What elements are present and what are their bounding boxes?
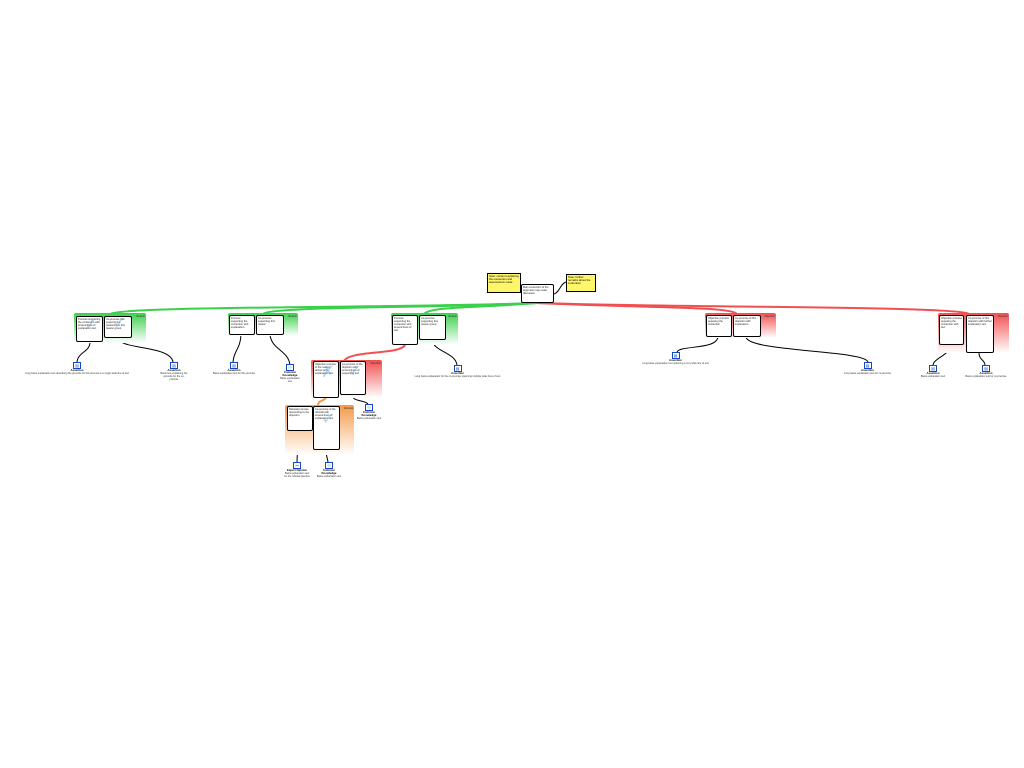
premise-box[interactable]: Premise supporting the contention with s… bbox=[76, 316, 103, 342]
premise-text: Co-premise supporting this reason bbox=[258, 317, 275, 326]
assertion-icon: ▤ bbox=[671, 352, 680, 359]
premise-box[interactable]: Co-premise of this objection with furthe… bbox=[966, 315, 994, 353]
common-knowledge-icon: ⚇ bbox=[365, 404, 373, 411]
premise-box[interactable]: Co-premise supporting this reason bbox=[256, 315, 284, 335]
basis-text: Basis explanation text for this premise bbox=[212, 372, 256, 375]
premise-text: Objection premise to the reason above wi… bbox=[315, 363, 336, 375]
assertion-icon: ▤ bbox=[863, 362, 872, 369]
check-icon: ✓ bbox=[348, 363, 362, 380]
premise-text: Co-premise of the objection with several… bbox=[342, 363, 363, 375]
basis-label: Assertion bbox=[669, 358, 682, 362]
premise-box[interactable]: Rebuttal premise responding to the objec… bbox=[287, 406, 313, 431]
premise-text: Objection premise opposing the contentio… bbox=[941, 317, 962, 329]
premise-box[interactable]: Objection premise opposing the contentio… bbox=[939, 315, 964, 345]
basis-label: Assertion bbox=[861, 368, 874, 372]
group-tag: Reason bbox=[448, 315, 457, 318]
premise-box[interactable]: Objection premise to the reason above wi… bbox=[313, 361, 339, 398]
premise-box[interactable]: Co-premise that supports the reasoning i… bbox=[104, 316, 132, 338]
assertion-icon: ▤ bbox=[170, 362, 178, 369]
check-icon: ✓ bbox=[112, 316, 127, 332]
premise-text: Premise supporting the contention with e… bbox=[231, 317, 249, 329]
group-tag: Objection bbox=[997, 315, 1008, 318]
group-tag: Objection bbox=[764, 315, 775, 318]
basis-text: Basis explanation text bbox=[920, 375, 946, 378]
assertion-icon: ▤ bbox=[982, 365, 990, 372]
basis-label: Expert Opinion bbox=[286, 468, 308, 472]
assertion-icon: ▤ bbox=[453, 365, 462, 372]
common-knowledge-icon: ⚇ bbox=[286, 364, 294, 371]
note-right[interactable]: Note: further remarks about the contenti… bbox=[566, 274, 596, 292]
premise-text: Rebuttal premise responding to the objec… bbox=[289, 408, 310, 417]
premise-box[interactable]: Premise supporting the contention with e… bbox=[229, 315, 255, 335]
premise-box[interactable]: Co-premise of the objection with several… bbox=[340, 361, 366, 395]
link-support bbox=[423, 302, 538, 315]
basis-text: Long basis explanation text spanning a v… bbox=[642, 362, 709, 365]
basis-label: Assertion bbox=[451, 371, 464, 375]
note-left[interactable]: Note: context explaining the contention … bbox=[487, 273, 521, 293]
assertion-icon: ▤ bbox=[230, 362, 238, 369]
premise-box[interactable]: Co-premise supporting this reason group bbox=[419, 315, 446, 340]
basis-label: Assertion bbox=[926, 371, 940, 375]
basis-label: Assertion bbox=[70, 368, 84, 372]
premise-box[interactable]: Co-premise of this objection with explan… bbox=[733, 315, 761, 337]
premise-text: Co-premise of this objection with explan… bbox=[735, 317, 757, 326]
group-tag: Reason bbox=[136, 315, 145, 318]
premise-text: Co-premise supporting this reason group bbox=[421, 317, 438, 326]
basis-text: Long basis explanation text for co-premi… bbox=[844, 372, 891, 375]
group-tag: Objection bbox=[370, 362, 381, 365]
group-tag: Reason bbox=[288, 315, 297, 318]
premise-text: Co-premise of this objection with furthe… bbox=[968, 317, 992, 326]
common-knowledge-icon: ⚇ bbox=[325, 462, 333, 469]
basis-label: Common Knowledge bbox=[282, 370, 298, 377]
basis-text: Basis explanation text bbox=[356, 417, 382, 420]
link-note bbox=[553, 281, 567, 295]
basis-text: Long basis explanation text describing t… bbox=[25, 372, 129, 375]
check-icon: ✓ bbox=[321, 410, 335, 428]
basis-text: Basis text explaining the grounds for th… bbox=[160, 372, 188, 381]
basis-text: Basis explanation text for co-premise bbox=[965, 375, 1007, 378]
link-rebuttal bbox=[317, 397, 327, 407]
premise-text: Co-premise of the rebuttal with several … bbox=[315, 408, 336, 420]
assertion-icon: ▤ bbox=[929, 365, 937, 372]
root-contention[interactable]: Main contention of the argument map unde… bbox=[521, 284, 554, 303]
basis-text: Basis explanation text bbox=[316, 475, 342, 478]
basis-text: Basis explanation text bbox=[280, 377, 300, 383]
premise-text: Premise supporting the contention with s… bbox=[78, 318, 101, 330]
basis-text: Basis explanation text for the rebuttal … bbox=[284, 472, 310, 478]
premise-text: Objection premise opposing the contentio… bbox=[708, 317, 729, 326]
premise-box[interactable]: Co-premise of the rebuttal with several … bbox=[313, 406, 340, 450]
expert-opinion-icon: ⚯ bbox=[293, 462, 301, 469]
assertion-icon: ▤ bbox=[73, 362, 81, 369]
link-oppose bbox=[536, 302, 970, 315]
check-icon: ✓ bbox=[84, 316, 98, 333]
group-tag: Rebuttal bbox=[343, 407, 353, 410]
basis-label: Common Knowledge bbox=[361, 410, 377, 417]
premise-text: Premise supporting the contention with s… bbox=[394, 317, 412, 332]
premise-box[interactable]: Objection premise opposing the contentio… bbox=[706, 315, 732, 337]
link-oppose bbox=[343, 344, 406, 362]
basis-label: Assertion bbox=[167, 368, 181, 372]
basis-label: Common Knowledge bbox=[321, 468, 337, 475]
basis-label: Assertion bbox=[227, 368, 241, 372]
basis-text: Long basis explanation for the co-premis… bbox=[414, 375, 501, 378]
cross-icon: ✗ bbox=[321, 363, 335, 381]
basis-label: Assertion bbox=[979, 371, 993, 375]
premise-text: Co-premise that supports the reasoning i… bbox=[106, 318, 125, 330]
premise-box[interactable]: Premise supporting the contention with s… bbox=[392, 315, 418, 345]
